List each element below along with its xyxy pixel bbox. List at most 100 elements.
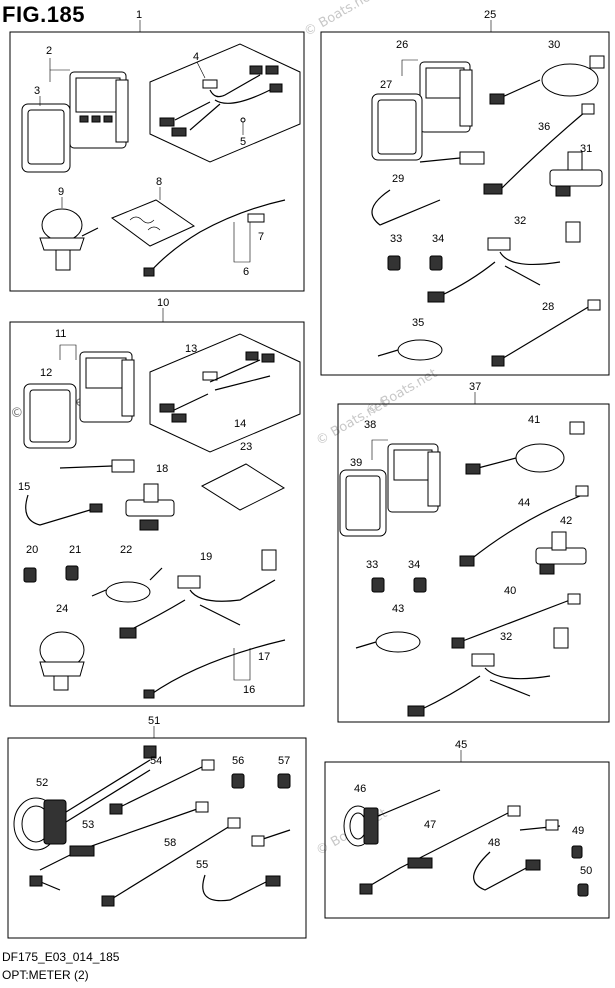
meter-display: [387, 443, 441, 513]
part-number-50: 50: [580, 865, 592, 877]
meter-bezel: [23, 383, 77, 449]
group-number: 10: [157, 297, 169, 309]
part-number-3: 3: [34, 85, 40, 97]
part-number-6: 6: [243, 266, 249, 278]
part-number-14: 14: [234, 418, 246, 430]
part-number-49: 49: [572, 825, 584, 837]
group-45: 45 46 47 48 49 50: [324, 739, 610, 919]
analog-gauge: [39, 631, 85, 691]
cable-loop: [397, 339, 443, 361]
meter-bezel: [371, 93, 423, 161]
extension-cable: [143, 199, 286, 277]
part-number-11: 11: [55, 328, 66, 340]
terminator-cap: [429, 255, 443, 271]
part-number-53: 53: [82, 819, 94, 831]
extension-cable: [491, 299, 601, 367]
meter-display: [79, 351, 135, 423]
connector: [143, 745, 157, 759]
terminator-cap: [577, 883, 589, 897]
cable-loop: [105, 581, 151, 603]
part-number-34: 34: [408, 559, 420, 571]
group-box: [9, 321, 305, 707]
terminator-cap: [413, 577, 427, 593]
group-box: [9, 31, 305, 292]
part-number-55: 55: [196, 859, 208, 871]
engine-harness: [407, 627, 569, 717]
part-number-16: 16: [243, 684, 255, 696]
part-number-13: 13: [185, 343, 197, 355]
sensor-cable: [473, 819, 561, 891]
part-number-20: 20: [26, 544, 38, 556]
meter-display: [69, 71, 129, 149]
part-number-36: 36: [538, 121, 550, 133]
group-number: 1: [136, 9, 142, 21]
sensor-cable: [202, 829, 291, 902]
wiring-harness: [29, 801, 209, 891]
part-number-58: 58: [164, 837, 176, 849]
harness-box: [149, 333, 301, 453]
part-number-22: 22: [120, 544, 132, 556]
part-number-4: 4: [193, 51, 199, 63]
terminator-cap: [23, 567, 37, 583]
hardware-kit-bag: [110, 199, 196, 247]
figure-caption: OPT:METER (2): [2, 968, 89, 982]
engine-harness: [427, 221, 581, 303]
group-box: [320, 31, 610, 376]
part-number-7: 7: [258, 231, 264, 243]
extension-cable: [109, 759, 215, 815]
terminator-cap: [277, 773, 291, 789]
part-number-19: 19: [200, 551, 212, 563]
part-number-52: 52: [36, 777, 48, 789]
wiring-harness: [359, 805, 521, 895]
group-25: 25 26 27 30 36 31: [320, 9, 610, 376]
part-number-17: 17: [258, 651, 270, 663]
figure-code: DF175_E03_014_185: [2, 950, 120, 964]
group-1: 1 2 3 4: [9, 9, 305, 292]
part-number-31: 31: [580, 143, 592, 155]
part-number-21: 21: [69, 544, 81, 556]
terminator-cap: [231, 773, 245, 789]
group-51: 51 52 54 56 57 53 58: [7, 715, 307, 939]
terminator-cap: [571, 845, 583, 859]
part-number-5: 5: [240, 136, 246, 148]
part-number-9: 9: [58, 186, 64, 198]
round-gauge: [343, 789, 441, 847]
sensor-cable: [371, 151, 485, 226]
part-number-46: 46: [354, 783, 366, 795]
group-number: 51: [148, 715, 160, 727]
figure-title: FIG.185: [2, 2, 85, 27]
part-number-27: 27: [380, 79, 392, 91]
t-connector: [535, 531, 587, 575]
terminator-cap: [371, 577, 385, 593]
extension-cable: [143, 639, 286, 699]
meter-display: [419, 61, 473, 133]
part-number-33: 33: [366, 559, 378, 571]
group-box: [7, 737, 307, 939]
part-number-41: 41: [528, 414, 540, 426]
part-number-35: 35: [412, 317, 424, 329]
part-number-32: 32: [514, 215, 526, 227]
meter-bezel: [21, 103, 71, 173]
group-box: [337, 403, 610, 723]
group-number: 25: [484, 9, 496, 21]
part-number-26: 26: [396, 39, 408, 51]
part-number-15: 15: [18, 481, 30, 493]
part-number-48: 48: [488, 837, 500, 849]
wiring-harness: [101, 817, 241, 907]
round-gauge: [13, 759, 151, 851]
harness-box: [149, 43, 301, 163]
part-number-40: 40: [504, 585, 516, 597]
group-box: [324, 761, 610, 919]
part-number-23: 23: [240, 441, 252, 453]
part-number-47: 47: [424, 819, 436, 831]
sensor-cable: [459, 485, 589, 567]
part-number-56: 56: [232, 755, 244, 767]
part-number-39: 39: [350, 457, 362, 469]
part-number-44: 44: [518, 497, 530, 509]
t-connector: [549, 151, 603, 197]
part-number-24: 24: [56, 603, 68, 615]
cable-loop: [375, 631, 421, 653]
part-number-43: 43: [392, 603, 404, 615]
sensor-cable: [25, 459, 135, 526]
meter-bezel: [339, 469, 387, 537]
